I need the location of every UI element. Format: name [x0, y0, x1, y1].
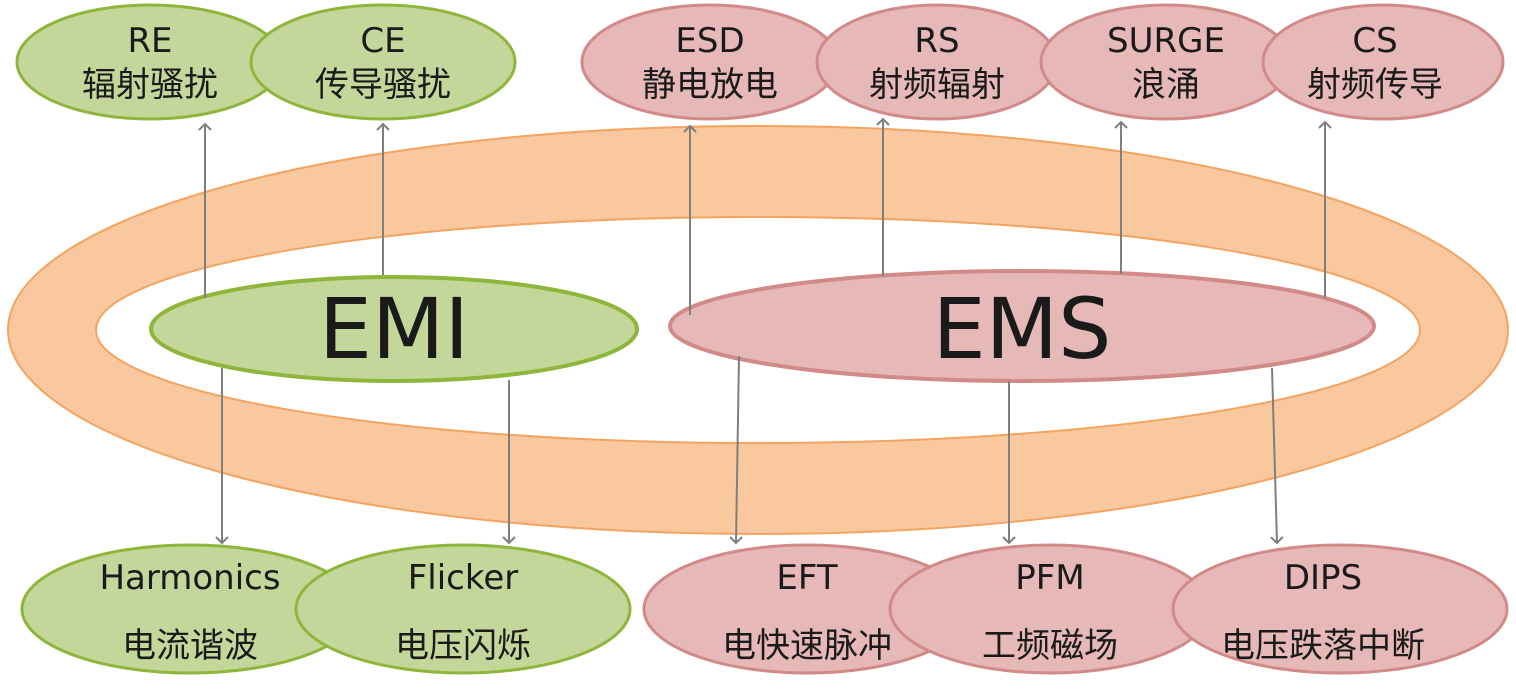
node-pfm-name: 工频磁场	[982, 626, 1118, 666]
ems-label: EMS	[933, 280, 1112, 378]
node-pfm: PFM 工频磁场	[888, 543, 1212, 675]
node-cs-name: 射频传导	[1307, 65, 1443, 105]
node-dips: DIPS 电压跌落中断	[1171, 543, 1509, 675]
node-surge: SURGE 浪涌	[1039, 3, 1293, 121]
emi-label: EMI	[319, 280, 469, 378]
node-cs-code: CS	[1352, 21, 1397, 61]
node-ce: CE 传导骚扰	[249, 3, 517, 121]
node-surge-name: 浪涌	[1132, 65, 1200, 105]
node-harmonics-name: 电流谐波	[122, 626, 258, 666]
node-re: RE 辐射骚扰	[15, 3, 285, 121]
emi-ellipse	[149, 275, 639, 383]
node-esd-code: ESD	[675, 21, 744, 61]
ems-ellipse	[668, 269, 1376, 383]
node-rs-name: 射频辐射	[869, 65, 1005, 105]
node-surge-code: SURGE	[1107, 21, 1225, 61]
node-re-code: RE	[127, 21, 172, 61]
node-rs-code: RS	[914, 21, 959, 61]
node-ce-code: CE	[360, 21, 405, 61]
node-esd: ESD 静电放电	[580, 3, 840, 121]
node-flicker-name: 电压闪烁	[395, 626, 531, 666]
node-eft-code: EFT	[776, 558, 837, 598]
node-cs: CS 射频传导	[1261, 3, 1505, 121]
node-dips-name: 电压跌落中断	[1221, 626, 1425, 666]
node-esd-name: 静电放电	[642, 65, 778, 105]
node-harmonics-code: Harmonics	[99, 558, 280, 598]
arrow-ems-eft	[729, 355, 743, 545]
node-flicker: Flicker 电压闪烁	[294, 543, 632, 675]
node-re-name: 辐射骚扰	[82, 65, 218, 105]
node-harmonics: Harmonics 电流谐波	[20, 543, 360, 675]
node-ce-name: 传导骚扰	[315, 65, 451, 105]
node-eft-name: 电快速脉冲	[722, 626, 892, 666]
node-dips-code: DIPS	[1284, 558, 1362, 598]
arrow-ems-dips	[1270, 367, 1284, 545]
node-eft: EFT 电快速脉冲	[642, 543, 972, 675]
node-flicker-code: Flicker	[408, 558, 519, 598]
node-rs: RS 射频辐射	[815, 3, 1059, 121]
node-pfm-code: PFM	[1015, 558, 1084, 598]
